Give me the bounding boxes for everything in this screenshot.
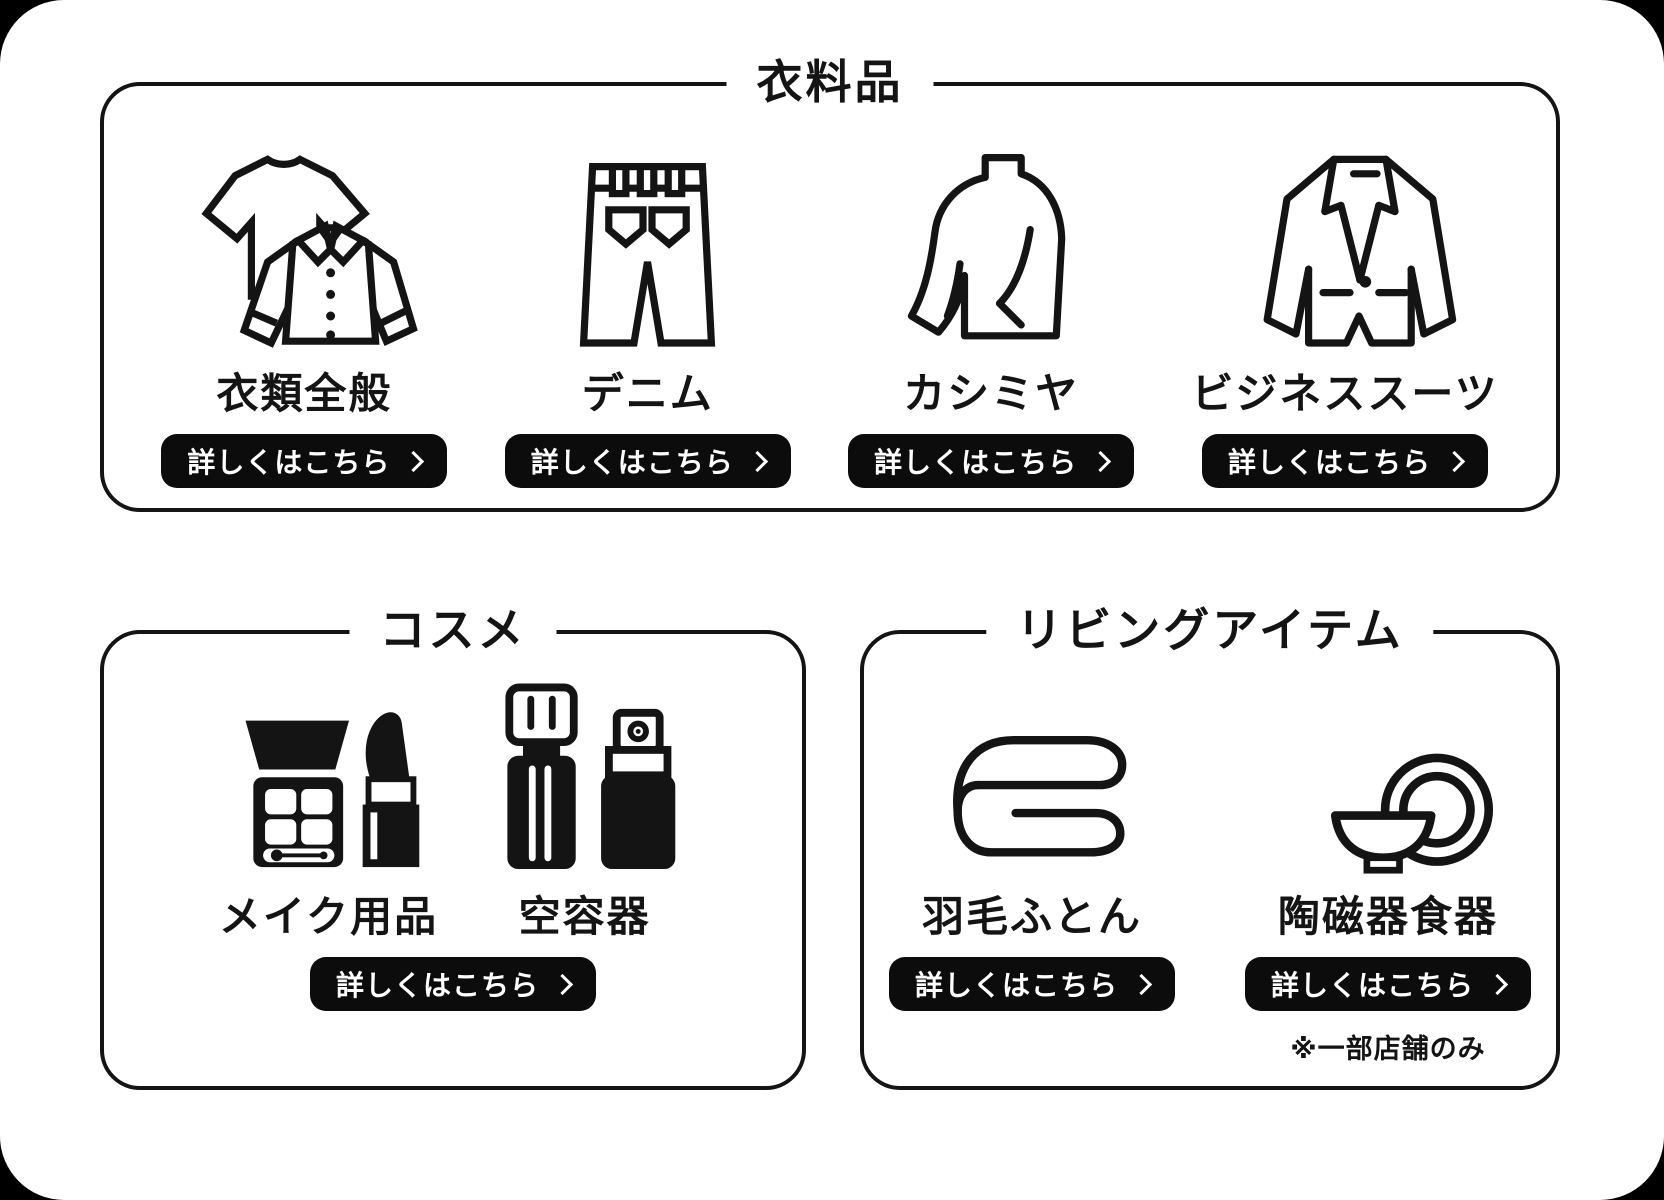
details-button-label: 詳しくはこちら	[530, 447, 734, 478]
limited-stores-note: ※一部店舗のみ	[1290, 1034, 1486, 1064]
ceramic-tableware-icon	[1277, 660, 1499, 885]
details-button-label: 詳しくはこちら	[187, 447, 391, 478]
clothing-items-row: 衣類全般 詳しくはこちら	[104, 86, 1556, 488]
details-button[interactable]: 詳しくはこちら	[309, 957, 596, 1011]
chevron-right-icon	[1443, 450, 1466, 473]
living-items-row: 羽毛ふとん 詳しくはこちら 陶磁器食器 詳しくはこちら	[864, 634, 1556, 1066]
empty-containers-icon	[482, 660, 687, 885]
chevron-right-icon	[1089, 450, 1112, 473]
item-label: 空容器	[518, 893, 651, 940]
chevron-right-icon	[1130, 973, 1153, 996]
item-empty-containers: 空容器	[482, 660, 687, 943]
jeans-icon	[530, 112, 765, 362]
turtleneck-sweater-icon	[874, 112, 1109, 362]
details-button[interactable]: 詳しくはこちら	[504, 434, 791, 488]
item-label: カシミヤ	[903, 370, 1080, 417]
details-button-label: 詳しくはこちら	[874, 447, 1078, 478]
cosmetics-items-row: メイク用品	[104, 634, 802, 943]
section-cosmetics-title: コスメ	[349, 598, 557, 662]
details-button-label: 詳しくはこちら	[1228, 447, 1432, 478]
item-cashmere: カシミヤ 詳しくはこちら	[848, 112, 1135, 488]
details-button[interactable]: 詳しくはこちら	[1245, 957, 1532, 1011]
section-clothing-title: 衣料品	[726, 50, 934, 114]
tshirt-shirt-icon	[187, 112, 422, 362]
item-down-futon: 羽毛ふとん 詳しくはこちら	[888, 660, 1175, 1066]
item-makeup: メイク用品	[219, 660, 438, 943]
item-label: 衣類全般	[216, 370, 393, 417]
section-living-items: リビングアイテム 羽毛ふとん 詳しくはこちら	[860, 598, 1560, 1090]
item-label: 陶磁器食器	[1278, 893, 1499, 940]
details-button[interactable]: 詳しくはこちら	[848, 434, 1135, 488]
makeup-palette-lipstick-icon	[226, 660, 431, 885]
section-clothing: 衣料品	[100, 50, 1560, 512]
details-button-label: 詳しくはこちら	[914, 970, 1118, 1001]
item-label: 羽毛ふとん	[921, 893, 1142, 940]
item-label: デニム	[581, 370, 714, 417]
details-button[interactable]: 詳しくはこちら	[1202, 434, 1489, 488]
folded-futon-icon	[924, 660, 1139, 885]
item-clothes-general: 衣類全般 詳しくはこちら	[161, 112, 448, 488]
suit-jacket-icon	[1228, 112, 1463, 362]
cosmetics-button-row: 詳しくはこちら	[104, 943, 802, 1011]
details-button[interactable]: 詳しくはこちら	[161, 434, 448, 488]
section-living-items-title: リビングアイテム	[986, 598, 1434, 662]
chevron-right-icon	[746, 450, 768, 473]
chevron-right-icon	[403, 450, 425, 473]
details-button-label: 詳しくはこちら	[335, 970, 539, 1001]
chevron-right-icon	[551, 973, 574, 996]
section-cosmetics: コスメ	[100, 598, 806, 1090]
details-button[interactable]: 詳しくはこちら	[888, 957, 1175, 1011]
item-ceramic-tableware: 陶磁器食器 詳しくはこちら ※一部店舗のみ	[1245, 660, 1532, 1066]
item-label: ビジネススーツ	[1191, 370, 1499, 417]
item-denim: デニム 詳しくはこちら	[504, 112, 791, 488]
details-button-label: 詳しくはこちら	[1271, 970, 1475, 1001]
chevron-right-icon	[1486, 973, 1509, 996]
item-label: メイク用品	[218, 893, 439, 940]
item-business-suit: ビジネススーツ 詳しくはこちら	[1191, 112, 1498, 488]
